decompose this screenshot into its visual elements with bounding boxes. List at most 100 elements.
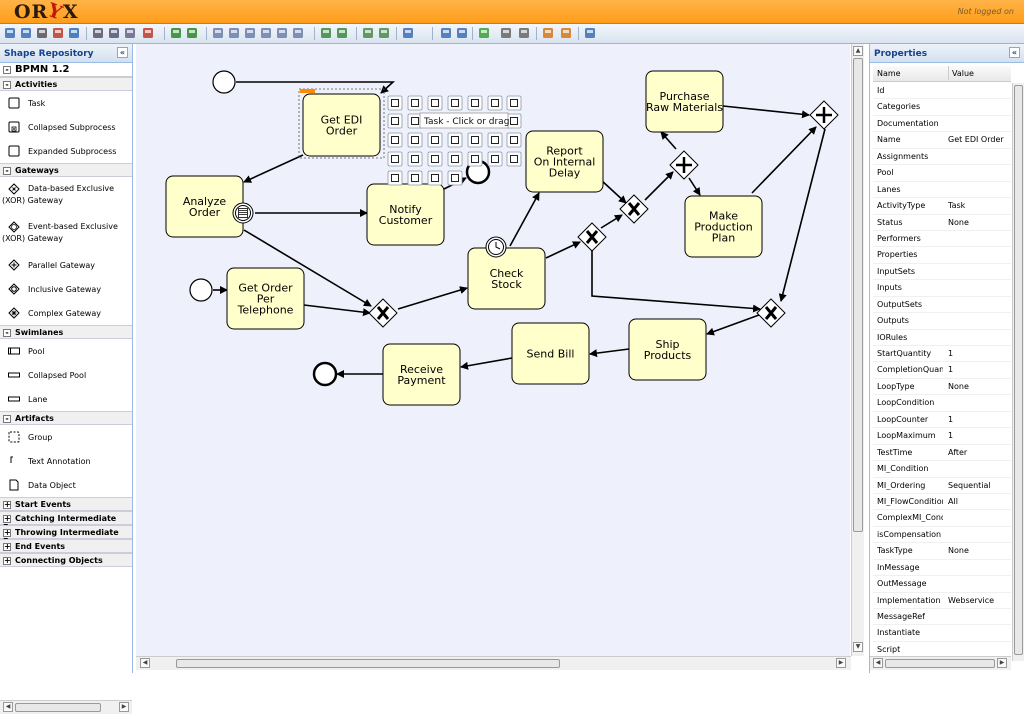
scroll-up-arrow[interactable]: ▲	[853, 46, 863, 56]
group-icon[interactable]	[320, 27, 332, 39]
property-value[interactable]: Get EDI Order	[948, 135, 1004, 145]
stencil-group-catching-intermediate-eve[interactable]: +Catching Intermediate Eve	[0, 511, 132, 532]
copy-icon[interactable]	[108, 27, 120, 39]
flow-icon[interactable]	[387, 151, 403, 167]
collapse-right-button[interactable]: «	[1009, 47, 1020, 58]
stencil-set-header[interactable]: -BPMN 1.2	[0, 63, 132, 77]
xor-gateway[interactable]	[577, 222, 607, 252]
complex-icon[interactable]	[506, 95, 522, 111]
shape-data-object[interactable]: Data Object	[0, 473, 132, 497]
shape-complex-gateway[interactable]: Complex Gateway	[0, 301, 132, 325]
stencil-group-start-events[interactable]: +Start Events	[0, 497, 132, 511]
flow-xor4-to-ship[interactable]	[706, 314, 760, 336]
shape-lane[interactable]: Lane	[0, 387, 132, 411]
shape-parallel-gateway[interactable]: Parallel Gateway	[0, 253, 132, 277]
circle-icon[interactable]	[427, 151, 443, 167]
shape-icon[interactable]	[542, 27, 554, 39]
property-row[interactable]: IORules	[873, 330, 1011, 346]
property-row[interactable]: Id	[873, 83, 1011, 100]
column-name-header[interactable]: Name	[877, 69, 901, 78]
flow-edi-to-analyze[interactable]	[243, 154, 304, 183]
default-flow-icon[interactable]	[387, 170, 403, 186]
inclusive-icon[interactable]	[487, 95, 503, 111]
export-icon[interactable]	[402, 27, 414, 39]
task-icon[interactable]	[407, 95, 423, 111]
property-value[interactable]: 1	[948, 414, 954, 424]
print-icon[interactable]	[36, 27, 48, 39]
toggle-icon[interactable]: -	[3, 167, 11, 175]
property-value[interactable]: Sequential	[948, 480, 991, 490]
flow-xor-to-check[interactable]	[397, 286, 468, 310]
property-value[interactable]: None	[948, 381, 969, 391]
property-row[interactable]: OutMessage	[873, 576, 1011, 593]
scroll-right-arrow[interactable]: ▶	[997, 658, 1007, 668]
scroll-left-arrow[interactable]: ◀	[873, 658, 883, 668]
vertical-scroll-thumb[interactable]	[853, 58, 863, 532]
stencil-group-gateways[interactable]: -Gateways	[0, 163, 132, 177]
shape-inclusive-gateway[interactable]: Inclusive Gateway	[0, 277, 132, 301]
zoom-out-icon[interactable]	[456, 27, 468, 39]
property-value[interactable]: 1	[948, 365, 954, 375]
toggle-icon[interactable]: +	[3, 514, 11, 523]
property-row[interactable]: Outputs	[873, 313, 1011, 330]
triangle-up-icon[interactable]	[407, 170, 423, 186]
subprocess-icon[interactable]	[427, 95, 443, 111]
flow-xor2-to-xor4[interactable]	[591, 250, 761, 313]
property-value[interactable]: Webservice	[948, 595, 995, 605]
toggle-icon[interactable]: -	[3, 81, 11, 89]
xor-icon[interactable]	[467, 95, 483, 111]
rewind-icon[interactable]	[407, 132, 423, 148]
flow-start-to-edi[interactable]	[236, 81, 396, 94]
shape-task[interactable]: Task	[0, 91, 132, 115]
property-row[interactable]: MI_Condition	[873, 461, 1011, 478]
property-row[interactable]: MessageRef	[873, 609, 1011, 626]
property-value[interactable]: None	[948, 217, 969, 227]
property-row[interactable]: Assignments	[873, 149, 1011, 166]
align-right-icon[interactable]	[244, 27, 256, 39]
properties-scroll-thumb[interactable]	[1014, 85, 1023, 655]
scroll-right-arrow[interactable]: ▶	[836, 658, 846, 668]
pentagon-icon[interactable]	[487, 132, 503, 148]
flow-check-to-report[interactable]	[509, 192, 540, 247]
start-event-2[interactable]	[189, 278, 213, 302]
property-row[interactable]: LoopCondition	[873, 395, 1011, 412]
scroll-thumb[interactable]	[15, 703, 101, 712]
link-icon[interactable]	[387, 132, 403, 148]
property-row[interactable]: InputSets	[873, 264, 1011, 281]
selection-handle[interactable]	[300, 89, 315, 93]
toggle-icon[interactable]: +	[3, 528, 11, 537]
triangle-fill-icon[interactable]	[467, 132, 483, 148]
export-pdf-icon[interactable]	[52, 27, 64, 39]
undo-icon[interactable]	[170, 27, 182, 39]
toggle-icon[interactable]: +	[3, 556, 11, 565]
align-center-icon[interactable]	[228, 27, 240, 39]
stencil-group-connecting-objects[interactable]: +Connecting Objects	[0, 553, 132, 567]
message-event[interactable]	[232, 202, 254, 224]
step-back-icon[interactable]	[518, 27, 530, 39]
property-value[interactable]: After	[948, 447, 968, 457]
view-icon[interactable]	[584, 27, 596, 39]
cut-icon[interactable]	[92, 27, 104, 39]
scroll-down-arrow[interactable]: ▼	[853, 642, 863, 652]
align-middle-icon[interactable]	[276, 27, 288, 39]
align-left-icon[interactable]	[212, 27, 224, 39]
delete-icon[interactable]	[142, 27, 154, 39]
association-icon[interactable]	[387, 113, 403, 129]
stencil-group-throwing-intermediate-eve[interactable]: +Throwing Intermediate Eve	[0, 525, 132, 546]
flow-telephone-to-xor[interactable]	[303, 304, 371, 317]
rewind2-icon[interactable]	[506, 151, 522, 167]
xor-gateway[interactable]	[756, 298, 786, 328]
pentagon-fill-icon[interactable]	[506, 132, 522, 148]
end-event-2[interactable]	[312, 361, 338, 387]
flow-check-to-xor2[interactable]	[545, 241, 581, 259]
